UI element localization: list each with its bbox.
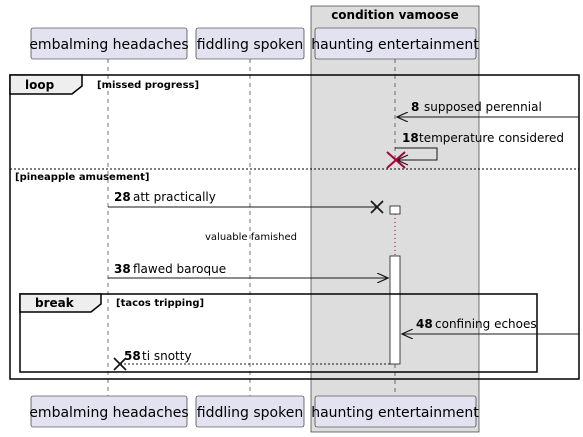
- loop-frame: loop [missed progress] [pineapple amusem…: [9, 74, 580, 380]
- participant-p1-bottom[interactable]: embalming headaches: [29, 395, 189, 428]
- participant-label: haunting entertainment: [311, 37, 479, 53]
- message-label: flawed baroque: [133, 262, 226, 276]
- message-number: 28: [114, 190, 131, 204]
- message-label: supposed perennial: [424, 100, 542, 114]
- loop-else-guard: [pineapple amusement]: [15, 172, 150, 183]
- break-frame: break [tacos tripping]: [19, 293, 538, 373]
- message-number: 38: [114, 262, 131, 276]
- participant-label: haunting entertainment: [311, 405, 479, 421]
- lifelines: [107, 59, 396, 396]
- break-keyword: break: [35, 296, 75, 310]
- participant-p3-bottom[interactable]: haunting entertainment: [311, 395, 479, 428]
- loop-frame-tab: [9, 74, 83, 95]
- participant-label: fiddling spoken: [197, 37, 303, 53]
- destroy-icon: [386, 151, 406, 169]
- activation-bar-p3-a: [389, 205, 401, 215]
- loop-keyword: loop: [25, 78, 55, 92]
- activation-bar-p3-b: [389, 255, 401, 365]
- delay-label: valuable famished: [205, 232, 297, 243]
- message-18: 18 temperature considered: [386, 131, 564, 169]
- message-number: 48: [416, 317, 433, 331]
- message-8: 8 supposed perennial: [397, 100, 579, 117]
- participant-label: embalming headaches: [29, 405, 188, 421]
- participant-label: embalming headaches: [29, 37, 188, 53]
- participant-p2-top[interactable]: fiddling spoken: [195, 27, 305, 60]
- message-number: 18: [402, 131, 419, 145]
- lost-message-x-icon: [113, 357, 127, 371]
- participant-p1-top[interactable]: embalming headaches: [29, 27, 189, 60]
- participant-p3-top[interactable]: haunting entertainment: [311, 27, 479, 60]
- message-label: confining echoes: [435, 317, 537, 331]
- message-label: att practically: [133, 190, 216, 204]
- participant-label: fiddling spoken: [197, 405, 303, 421]
- box-title: condition vamoose: [331, 8, 459, 22]
- loop-guard: [missed progress]: [97, 80, 199, 91]
- message-label: temperature considered: [419, 131, 564, 145]
- message-28: 28 att practically: [108, 190, 384, 214]
- message-number: 58: [124, 349, 141, 363]
- participant-p2-bottom[interactable]: fiddling spoken: [195, 395, 305, 428]
- message-number: 8: [411, 100, 419, 114]
- message-48: 48 confining echoes: [402, 317, 579, 334]
- message-38: 38 flawed baroque: [108, 262, 388, 278]
- lost-message-x-icon: [370, 200, 384, 214]
- delay-divider: valuable famished: [205, 232, 297, 243]
- message-58: 58 ti snotty: [113, 349, 390, 371]
- message-label: ti snotty: [142, 349, 192, 363]
- break-guard: [tacos tripping]: [116, 298, 204, 309]
- break-frame-tab: [19, 293, 102, 313]
